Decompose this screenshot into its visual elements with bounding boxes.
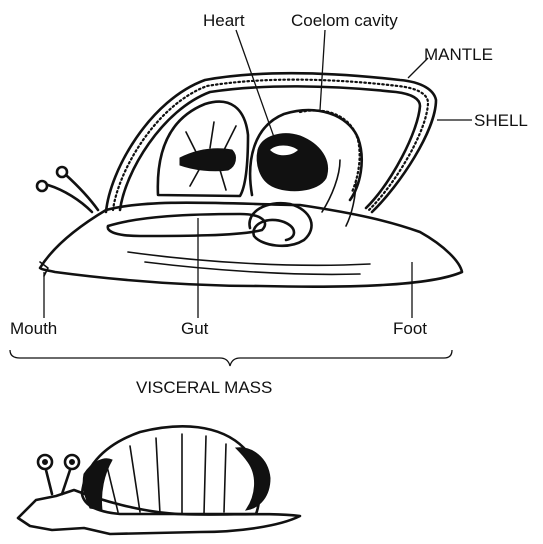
snail-cross-section [37, 73, 462, 286]
shell-rib [224, 444, 226, 512]
tentacle [66, 175, 98, 210]
shell-label: SHELL [474, 111, 528, 130]
heart [257, 134, 327, 191]
gut-label: Gut [181, 319, 209, 338]
tentacle [48, 185, 92, 212]
shell-whorl [236, 448, 270, 510]
pupil [70, 460, 75, 465]
tentacle-tip [37, 181, 47, 191]
tentacle-tip [57, 167, 67, 177]
shell-rib [204, 436, 206, 514]
shell-rib [156, 438, 160, 514]
heart-label: Heart [203, 11, 245, 30]
foot-sole-line [128, 252, 370, 265]
coelom-cavity-label: Coelom cavity [291, 11, 398, 30]
visceral-brace [10, 350, 452, 366]
mantle-label: MANTLE [424, 45, 493, 64]
shell-rib [130, 446, 140, 512]
coelom-leader [320, 30, 325, 110]
gut-loop [249, 203, 311, 246]
eye-stalk [46, 470, 52, 494]
mouth-label: Mouth [10, 319, 57, 338]
lung-vessels [180, 149, 235, 171]
foot-label: Foot [393, 319, 427, 338]
visceral-mass-label: VISCERAL MASS [136, 378, 272, 397]
snail-exterior [18, 426, 300, 534]
gut-coil [108, 214, 265, 236]
pupil [43, 460, 48, 465]
heart-leader [236, 30, 275, 140]
